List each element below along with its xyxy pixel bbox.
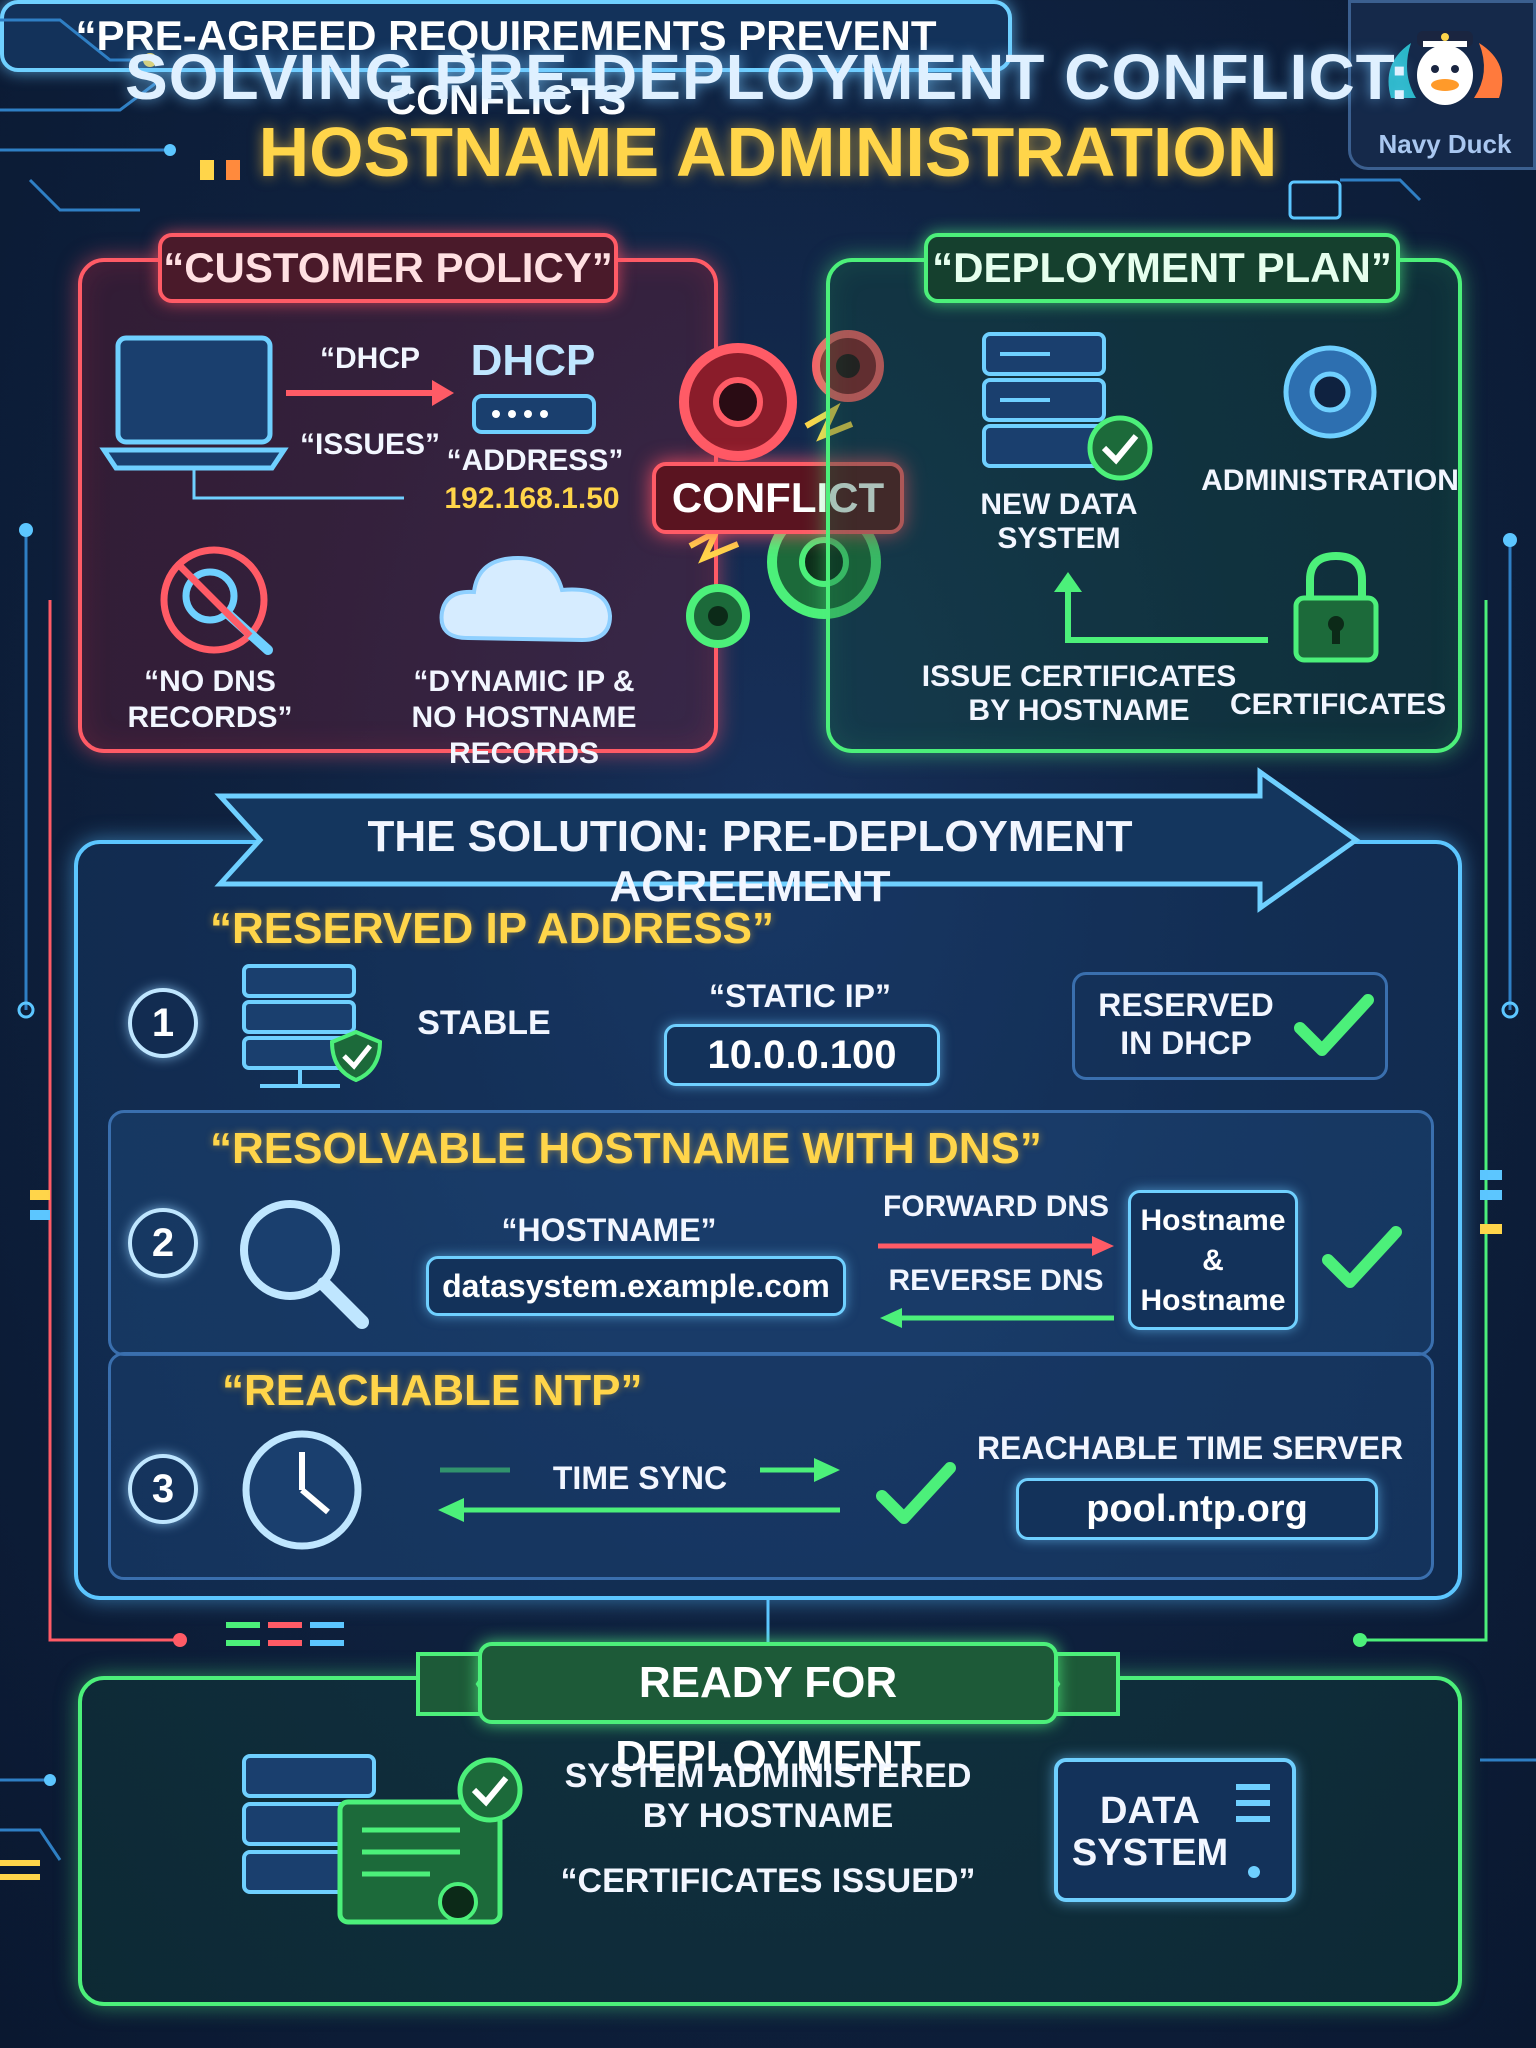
forward-dns-label: FORWARD DNS xyxy=(882,1190,1110,1223)
checkmark-icon xyxy=(1294,994,1374,1056)
solution-banner-arrow xyxy=(214,767,1361,913)
red-arrow-icon xyxy=(286,380,454,406)
green-return-arrow-icon xyxy=(1054,572,1268,643)
magnifier-icon xyxy=(240,1200,369,1329)
time-sync-arrows-icon xyxy=(438,1458,840,1522)
reserved-box xyxy=(1072,972,1388,1080)
server-check-icon xyxy=(982,332,1153,481)
step3-heading: “REACHABLE NTP” xyxy=(222,1366,643,1415)
server-certificate-icon xyxy=(242,1754,523,1925)
lock-icon xyxy=(1293,551,1379,663)
reachable-server-label: REACHABLE TIME SERVER xyxy=(976,1430,1404,1466)
server-shield-icon xyxy=(242,964,383,1088)
issue-certificates-label: ISSUE CERTIFICATES BY HOSTNAME xyxy=(921,660,1237,727)
duck-mascot-icon xyxy=(1388,31,1503,105)
data-system-box xyxy=(1054,1758,1296,1902)
data-system-slot-1 xyxy=(1236,1784,1270,1790)
forward-arrow-icon xyxy=(878,1236,1114,1256)
step2-heading: “RESOLVABLE HOSTNAME WITH DNS” xyxy=(210,1124,1042,1173)
certificates-label: CERTIFICATES xyxy=(1230,688,1447,721)
data-system-slot-3 xyxy=(1236,1816,1270,1822)
solution-banner-text: THE SOLUTION: PRE-DEPLOYMENT AGREEMENT xyxy=(367,812,1133,911)
reserved-in-dhcp-label: RESERVED IN DHCP xyxy=(1098,987,1274,1061)
title-line-2: HOSTNAME ADMINISTRATION xyxy=(258,113,1278,191)
logo-text: Navy Duck xyxy=(1378,129,1512,159)
footer-banner: “PRE-AGREED REQUIREMENTS PREVENT CONFLIC… xyxy=(0,0,1012,123)
address-quote-label: “ADDRESS” xyxy=(446,444,624,477)
address-value: 192.168.1.50 xyxy=(444,482,620,515)
deployment-plan-panel xyxy=(826,258,1462,753)
no-search-icon xyxy=(160,546,273,655)
administration-label: ADMINISTRATION xyxy=(1201,464,1459,497)
customer-policy-tag: “CUSTOMER POLICY” xyxy=(158,233,618,303)
conflict-badge: CONFLICT xyxy=(652,462,904,534)
hostname-box: Hostname & Hostname xyxy=(1128,1190,1298,1330)
data-system-slot-2 xyxy=(1236,1800,1270,1806)
no-dns-label: “NO DNS RECORDS” xyxy=(127,665,293,734)
power-led xyxy=(1248,1866,1260,1878)
deployment-plan-tag: “DEPLOYMENT PLAN” xyxy=(924,233,1400,303)
checkmark-icon xyxy=(876,1462,956,1524)
data-system-label: DATA SYSTEM xyxy=(1071,1790,1229,1874)
cloud-icon xyxy=(439,555,613,643)
step3-number: 3 xyxy=(128,1454,198,1524)
gear-icon xyxy=(1283,345,1377,439)
reverse-arrow-icon xyxy=(880,1308,1114,1328)
certificates-issued-label: “CERTIFICATES ISSUED” xyxy=(560,1862,976,1900)
dhcp-label: DHCP xyxy=(470,336,596,385)
gears-conflict-icon xyxy=(679,330,884,648)
issues-quote-label: “ISSUES” xyxy=(299,428,441,461)
administered-label: SYSTEM ADMINISTERED BY HOSTNAME xyxy=(564,1757,972,1835)
stable-label: STABLE xyxy=(417,1004,551,1042)
hostname-value: datasystem.example.com xyxy=(426,1256,846,1316)
step1-heading: “RESERVED IP ADDRESS” xyxy=(210,904,775,953)
dhcp-quote-label: “DHCP xyxy=(319,342,420,375)
ntp-server-value: pool.ntp.org xyxy=(1016,1478,1378,1540)
static-ip-value: 10.0.0.100 xyxy=(664,1024,940,1086)
hostname-label: “HOSTNAME” xyxy=(501,1212,717,1248)
time-sync-label: TIME SYNC xyxy=(552,1460,728,1496)
step2-number: 2 xyxy=(128,1208,198,1278)
laptop-icon xyxy=(99,335,404,500)
step1-number: 1 xyxy=(128,988,198,1058)
new-data-system-label: NEW DATA SYSTEM xyxy=(980,488,1138,555)
reverse-dns-label: REVERSE DNS xyxy=(888,1264,1104,1297)
checkmark-icon xyxy=(1322,1226,1402,1288)
ready-tag: READY FOR DEPLOYMENT xyxy=(478,1642,1058,1781)
dhcp-server-icon xyxy=(472,394,596,434)
dynamic-ip-label: “DYNAMIC IP & NO HOSTNAME RECORDS xyxy=(411,665,637,770)
static-ip-label: “STATIC IP” xyxy=(709,978,891,1014)
navy-duck-logo: Navy Duck xyxy=(1348,0,1536,170)
title-line-1: SOLVING PRE-DEPLOYMENT CONFLICT: xyxy=(125,41,1411,113)
clock-icon xyxy=(242,1430,362,1550)
